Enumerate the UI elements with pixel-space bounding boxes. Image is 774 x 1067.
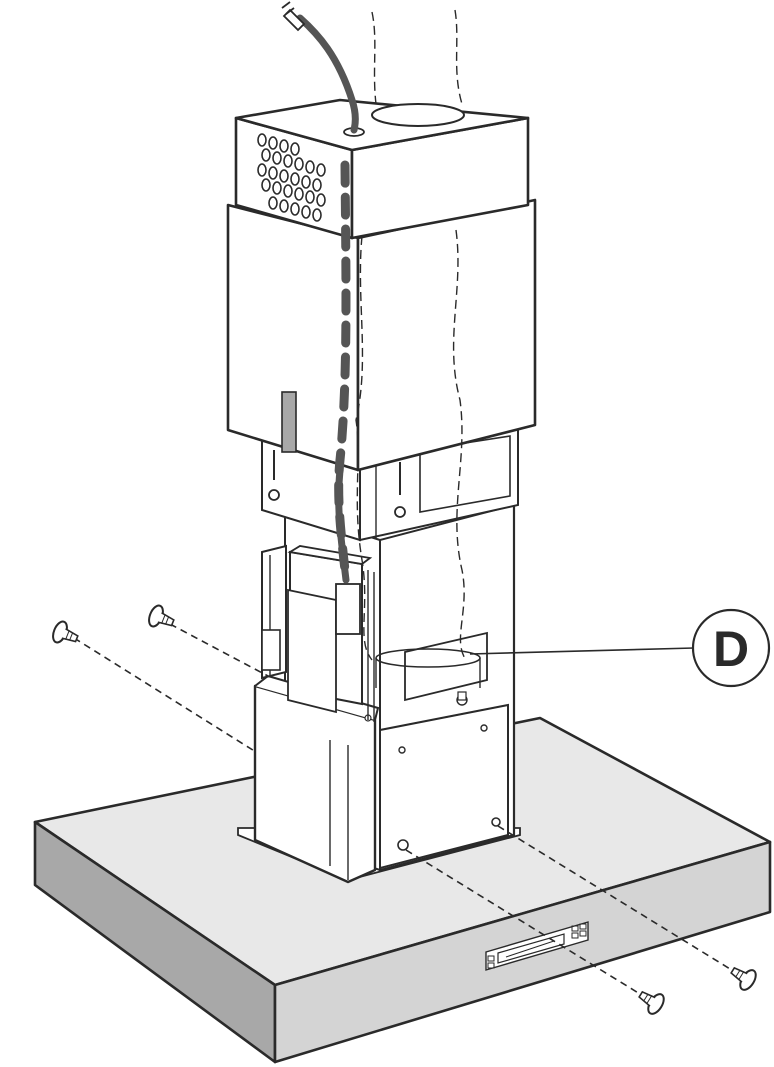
vent-hole (257, 163, 267, 177)
outlet-flange (375, 631, 488, 706)
vent-hole (279, 169, 289, 183)
chimney-cover-side (356, 198, 537, 472)
vent-hole (305, 190, 315, 204)
vent-hole (279, 139, 289, 153)
screw-icon (638, 990, 665, 1015)
vent-hole (272, 181, 282, 195)
vent-hole (316, 193, 326, 207)
vent-hole (312, 208, 322, 222)
ventilation-holes (257, 133, 326, 222)
screw-hole (491, 817, 501, 827)
vent-hole (294, 187, 304, 201)
vent-hole (261, 178, 271, 192)
vent-hole (268, 136, 278, 150)
vent-hole (279, 199, 289, 213)
vent-hole (290, 172, 300, 186)
vent-hole (301, 205, 311, 219)
duct-opening (371, 103, 465, 127)
fixing-screws (52, 604, 757, 1015)
control-panel-icon (485, 921, 589, 971)
vent-hole (283, 184, 293, 198)
screw-hole (397, 839, 409, 851)
screw-icon (52, 620, 79, 644)
vent-hole (290, 202, 300, 216)
vent-hole (301, 175, 311, 189)
screw-icon (148, 604, 175, 628)
callout-circle-icon (691, 608, 771, 688)
vent-hole (257, 133, 267, 147)
vent-hole (283, 154, 293, 168)
power-cable (281, 1, 359, 585)
flexible-duct (355, 9, 467, 661)
screw-icon (730, 966, 757, 991)
vent-hole (261, 148, 271, 162)
vent-hole (290, 142, 300, 156)
upper-chimney (226, 98, 537, 542)
vent-hole (312, 178, 322, 192)
vent-hole (316, 163, 326, 177)
vent-hole (268, 196, 278, 210)
callout-label: D (713, 621, 749, 677)
callout-leader-line (469, 647, 695, 655)
vent-hole (272, 151, 282, 165)
plug-icon (281, 1, 306, 32)
vent-hole (305, 160, 315, 174)
vent-hole (268, 166, 278, 180)
vent-hole (294, 157, 304, 171)
wiring-bracket (261, 544, 375, 722)
motor-housing (379, 703, 509, 870)
callout-d: D (469, 608, 771, 688)
